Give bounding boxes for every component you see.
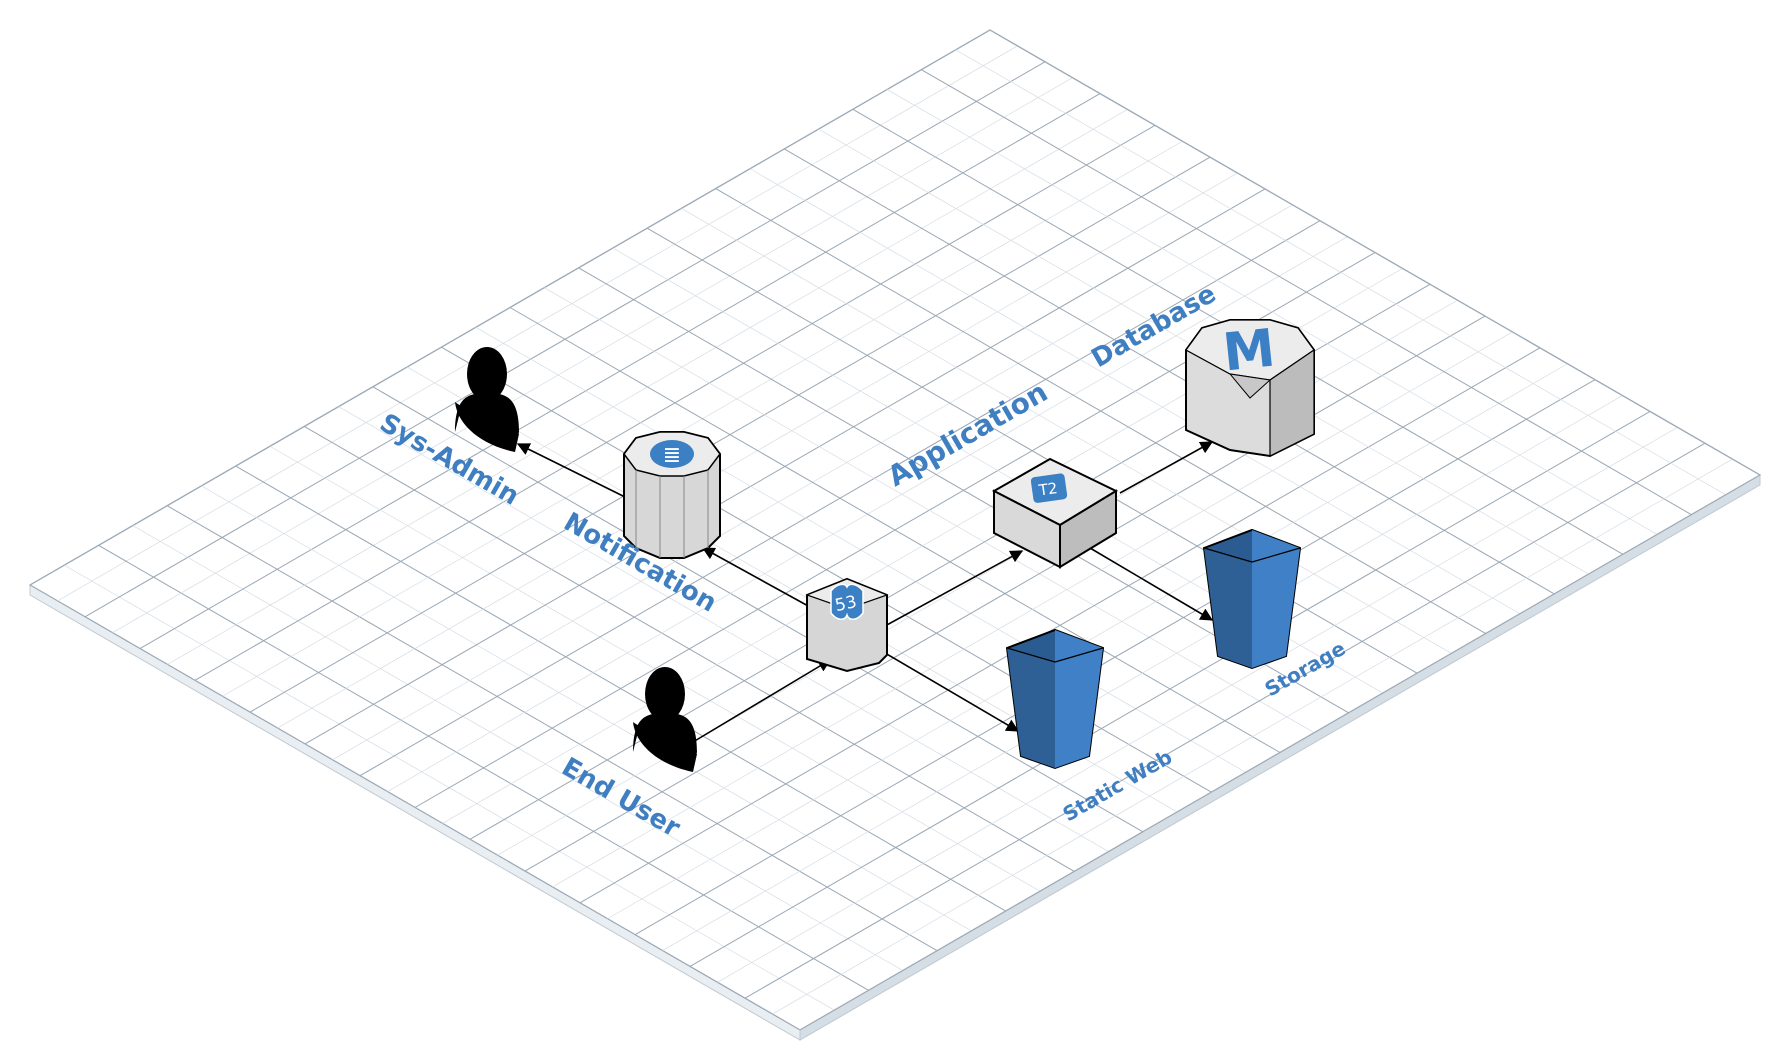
- s3-bucket-icon: [1202, 528, 1302, 670]
- grid-line: [772, 458, 1733, 1015]
- grid-line: [634, 379, 1596, 936]
- grid: [29, 29, 1761, 1031]
- rds-badge: M: [1220, 319, 1278, 384]
- grid-line: [989, 29, 1761, 476]
- grid-line: [689, 410, 1651, 967]
- connector-enduser-route53: [692, 659, 832, 743]
- grid-line: [749, 168, 1521, 615]
- grid-line: [579, 347, 1541, 904]
- sns-badge: ≣: [663, 443, 681, 468]
- grid-line: [799, 474, 1761, 1031]
- platform: [28, 29, 1762, 1041]
- grid-line: [955, 49, 1726, 496]
- grid-line: [552, 331, 1513, 888]
- ec2-instance-icon: T2: [991, 457, 1119, 569]
- sns-icon: ≣: [623, 431, 721, 559]
- grid-line: [662, 395, 1623, 951]
- rds-icon: M: [1185, 319, 1315, 458]
- grid-line: [921, 69, 1692, 516]
- connector-route53-staticweb: [884, 652, 1020, 732]
- connector-application-storage: [1089, 547, 1214, 621]
- grid-line: [886, 89, 1658, 535]
- ec2-badge: T2: [1037, 479, 1059, 500]
- grid-line: [744, 442, 1706, 999]
- s3-bucket-icon: [1005, 628, 1105, 770]
- grid-line: [717, 427, 1678, 983]
- connector-route53-application: [884, 550, 1024, 627]
- user-icon: [633, 667, 697, 772]
- grid-line: [544, 287, 1315, 733]
- route53-icon: 53: [805, 577, 889, 673]
- grid-line: [784, 148, 1555, 595]
- route53-badge: 53: [833, 592, 858, 616]
- connector-route53-notification: [701, 547, 811, 608]
- grid-line: [681, 208, 1452, 654]
- user-icon: [455, 347, 519, 452]
- grid-line: [524, 315, 1486, 872]
- grid-line: [715, 188, 1486, 635]
- connector-notification-sysadmin: [516, 443, 626, 498]
- connectors: [516, 441, 1214, 743]
- connector-application-database: [1119, 441, 1214, 494]
